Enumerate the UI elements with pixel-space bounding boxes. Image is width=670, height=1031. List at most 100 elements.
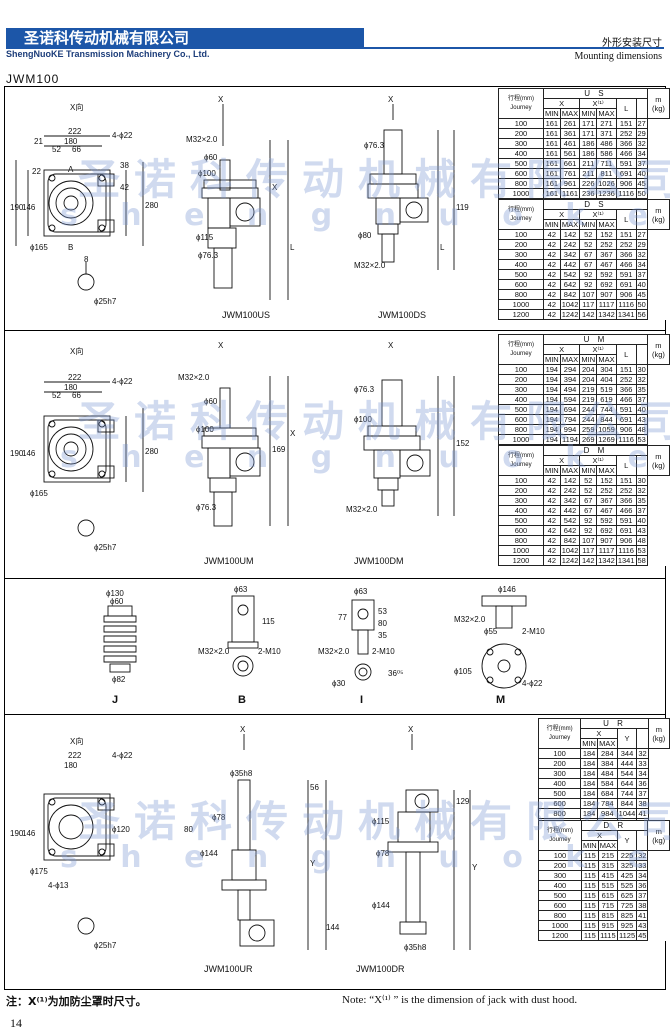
acc-label-m: M [496,694,506,706]
header-journey: 行程(mm) Journey [538,820,582,851]
dim-52: 52 [52,145,61,154]
table-cell: 744 [596,404,617,415]
table-cell: 204 [579,364,598,375]
dim-222-3: 222 [68,751,82,760]
table-cell: 394 [559,374,581,385]
header-l: L [615,455,637,476]
table-cell: 30 [635,475,648,486]
table-cell: 400 [498,505,544,516]
dim-d78: ϕ78 [212,813,226,822]
table-cell: 184 [580,808,598,819]
table-cell: 204 [579,374,598,385]
acc-d82: ϕ82 [112,675,126,684]
table-cell: 200 [498,374,544,385]
table-cell: 41 [636,808,649,819]
table-cell: 542 [559,269,581,280]
table-cell: 1236 [596,188,617,199]
table-cell: 48 [635,424,648,435]
table-cell: 342 [559,249,581,260]
acc-hole22: 4-ϕ22 [522,679,543,688]
header-x: X [542,455,581,466]
note-cn: 注：X⁽¹⁾为加防尘罩时尺寸。 [6,995,147,1008]
table-cell: 367 [596,249,617,260]
table-cell: 184 [580,758,598,769]
acc-d60: ϕ60 [110,597,124,606]
table-cell: 42 [542,279,561,290]
table-cell: 42 [542,525,561,536]
table-cell: 32 [636,748,649,759]
arrow-x-2: X [388,95,394,104]
table-cell: 194 [542,374,561,385]
table-cell: 404 [596,374,617,385]
dim-119: 119 [456,203,469,212]
table-cell: 37 [635,394,648,405]
dim-d76-2: ϕ76.3 [196,503,217,512]
table-cell: 42 [542,269,561,280]
table-cell: 219 [579,384,598,395]
table-cell: 961 [559,178,581,189]
table-cell: 907 [596,535,617,546]
table-cell: 52 [579,485,598,496]
table-cell: 37 [635,505,648,516]
table-cell: 32 [635,374,648,385]
dim-d120: ϕ120 [112,825,130,834]
table-cell: 186 [579,138,598,149]
divider-3 [4,714,666,715]
table-cell: 592 [596,269,617,280]
table-cell: 594 [559,394,581,405]
table-cell: 1000 [498,188,544,199]
table-cell: 38 [636,798,649,809]
table-cell: 294 [559,364,581,375]
header-mass: m (kg) [646,199,670,230]
table-cell: 40 [635,279,648,290]
table-cell: 561 [559,148,581,159]
table-cell: 467 [596,505,617,516]
table-cell: 45 [635,178,648,189]
table-title: U R [580,718,649,729]
table-cell: 300 [498,384,544,395]
table-cell: 586 [596,148,617,159]
table-cell: 692 [596,279,617,290]
dim-hole-3: 4-ϕ22 [112,751,133,760]
header-mass: m (kg) [647,718,670,749]
table-cell: 1200 [538,930,582,941]
table-cell: 244 [579,404,598,415]
table-cell: 42 [542,515,561,526]
table-cell: 151 [615,118,637,129]
acc-m32: M32×2.0 [198,647,230,656]
table-cell: 252 [596,239,617,250]
table-cell: 117 [579,545,598,556]
table-cell: 925 [616,920,638,931]
table-cell: 226 [579,178,598,189]
header-x: X [542,344,581,355]
header-max: MAX [559,354,581,365]
table-cell: 1194 [559,434,581,445]
dim-m32: M32×2.0 [186,135,218,144]
table-cell: 117 [579,299,598,310]
caption-dr: JWM100DR [356,964,405,974]
table-cell: 35 [635,384,648,395]
table-cell: 100 [498,118,544,129]
dim-hole13: 4-ϕ13 [48,881,69,890]
header-min: MIN [542,354,561,365]
acc-d105: ϕ105 [454,667,472,676]
table-cell: 40 [635,404,648,415]
header-max: MAX [596,219,617,230]
table-cell: 642 [559,279,581,290]
dim-42: 42 [120,183,129,192]
table-cell: 42 [542,555,561,566]
table-cell: 1117 [596,299,617,310]
table-cell: 40 [635,168,648,179]
table-cell: 711 [596,158,617,169]
table-cell: 115 [580,860,599,871]
